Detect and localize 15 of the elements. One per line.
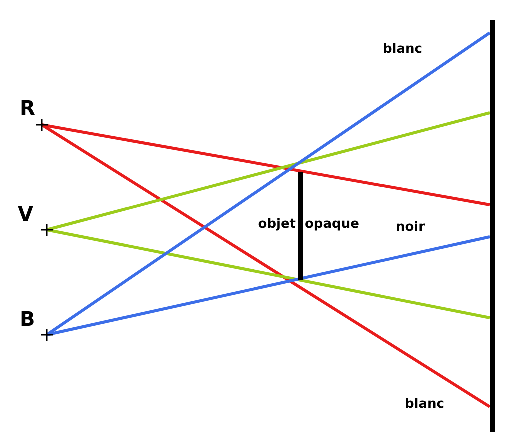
object-label: objet: [258, 217, 296, 232]
screen-bar: [490, 20, 495, 432]
screen-zone-label: noir: [396, 220, 426, 235]
source-label: V: [18, 202, 34, 226]
source-label: R: [20, 96, 36, 120]
light-ray: [46, 228, 490, 320]
light-ray: [46, 236, 490, 336]
source-label: B: [20, 307, 36, 331]
light-ray: [42, 124, 490, 206]
screen-zone-label: blanc: [405, 397, 444, 412]
light-ray: [46, 112, 490, 232]
light-ray: [46, 32, 491, 336]
screen-zone-label: blanc: [383, 42, 422, 57]
light-ray: [41, 124, 491, 408]
object-label: opaque: [305, 217, 360, 232]
